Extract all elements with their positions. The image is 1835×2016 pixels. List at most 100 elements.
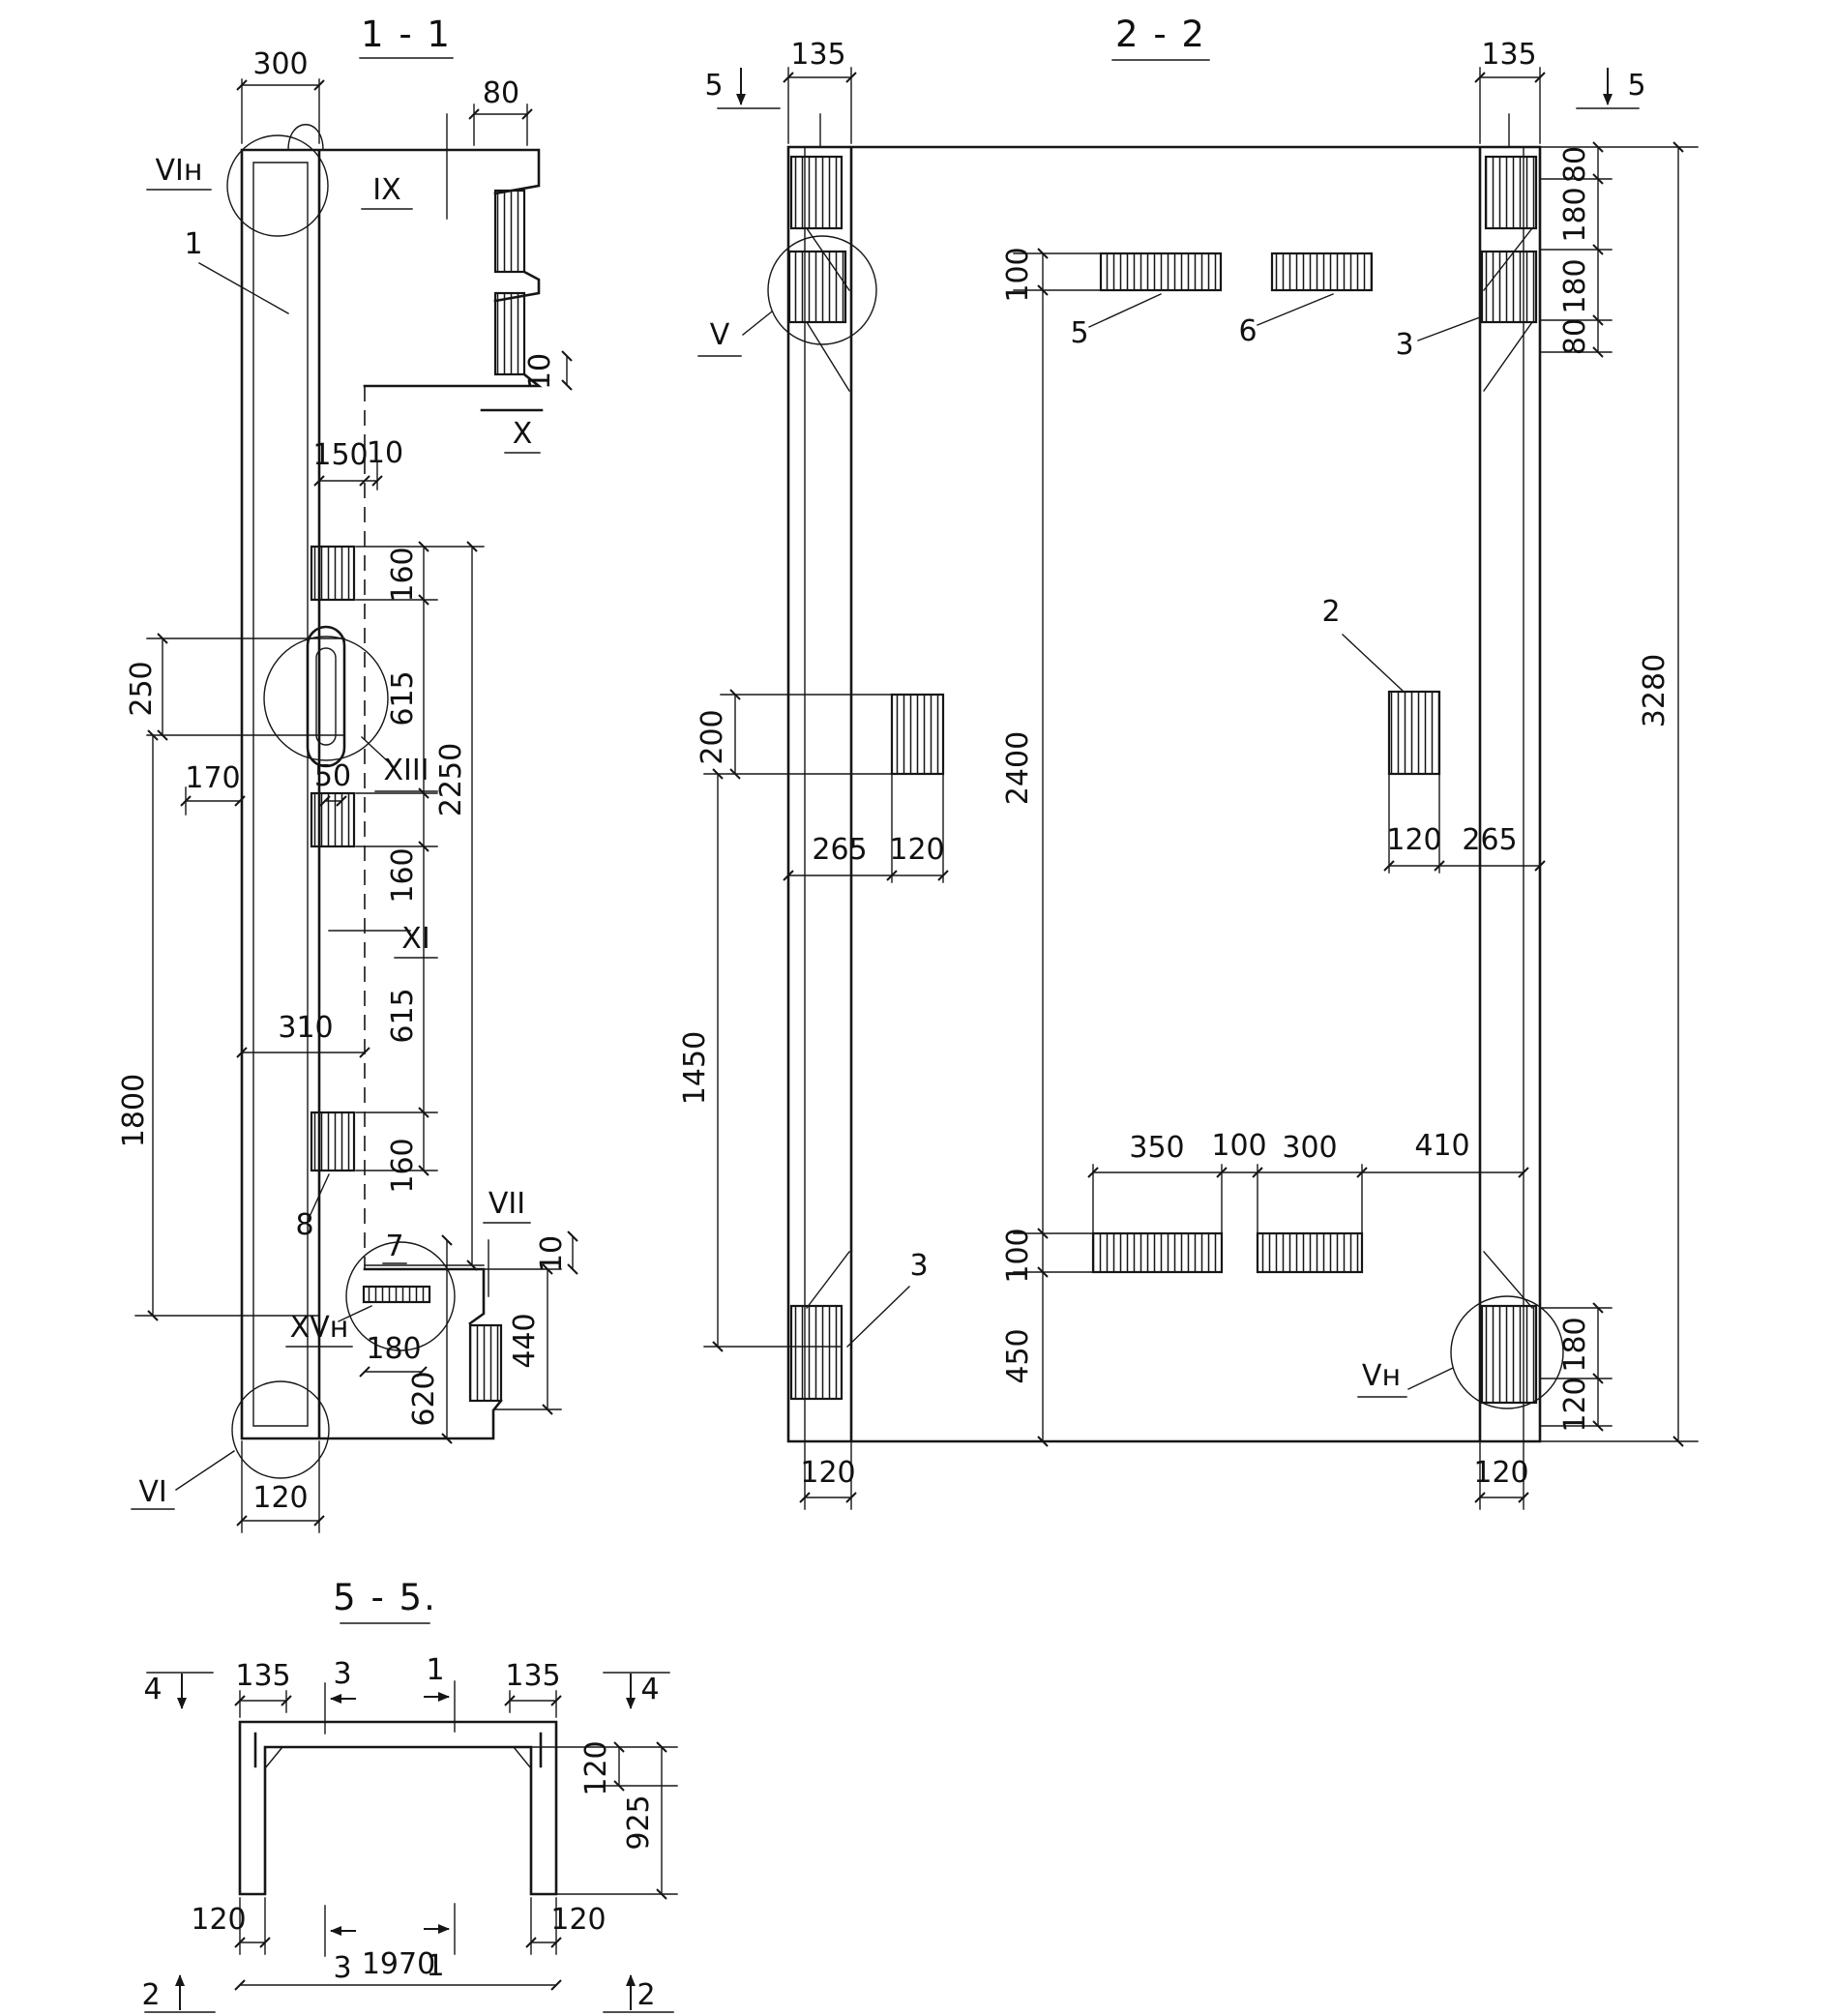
label-x: X	[513, 417, 533, 451]
section-1-1-title: 1 - 1	[361, 14, 452, 55]
dim-265: 265	[812, 833, 867, 867]
part-1: 1	[184, 227, 202, 261]
label-xiii: XIII	[383, 754, 429, 787]
dim-100: 100	[1211, 1129, 1266, 1163]
label-xv-n: XVн	[290, 1311, 349, 1345]
embedded-plate	[310, 545, 356, 602]
part-3: 3	[909, 1249, 928, 1283]
part-2: 2	[1321, 595, 1340, 629]
dim-80: 80	[1558, 146, 1592, 183]
dim-120: 120	[550, 1903, 606, 1937]
embedded-plate	[310, 1111, 356, 1172]
embedded-plate	[890, 693, 945, 776]
rebar-mark-3: 3	[333, 1951, 351, 1985]
dim-440: 440	[508, 1313, 542, 1368]
dim-120: 120	[579, 1740, 613, 1795]
s55-texts: 5 - 5. 4 135 3 1 135 4 120 925 120 3 1 1…	[141, 1577, 659, 2012]
label-xi: XI	[401, 922, 429, 956]
dim-1450: 1450	[678, 1031, 712, 1105]
part-8: 8	[295, 1208, 313, 1242]
label-vi: VI	[138, 1475, 166, 1509]
dim-200: 200	[696, 709, 729, 764]
dim-350: 350	[1129, 1131, 1184, 1165]
dim-160: 160	[386, 1138, 420, 1193]
embedded-plate	[1270, 252, 1374, 292]
embedded-plate	[1091, 1231, 1224, 1274]
dim-2250: 2250	[434, 743, 468, 816]
s22-texts: 2 - 2 135 135 5 5 100 5 6 3 80 180 180 8…	[678, 14, 1672, 1490]
embedded-plate	[362, 1285, 431, 1304]
s11-texts: 1 - 1 300 80 VIн IX 1 10 X 150 10 160 61…	[117, 14, 569, 1515]
dim-150: 150	[312, 438, 368, 472]
dim-615: 615	[386, 670, 420, 726]
dim-135: 135	[505, 1659, 560, 1693]
part-6: 6	[1238, 314, 1257, 348]
detail-callout-circle	[345, 1241, 456, 1351]
embedded-plate	[493, 189, 526, 274]
embedded-plate	[1387, 690, 1441, 776]
dim-925: 925	[622, 1794, 656, 1850]
corner-mark	[253, 1732, 543, 1768]
rebar-mark-1: 1	[426, 1653, 444, 1687]
embedded-plate	[468, 1323, 503, 1403]
dim-120: 120	[800, 1456, 855, 1490]
dim-120: 120	[889, 833, 944, 867]
section-mark-5: 5	[704, 69, 723, 103]
section-mark-4: 4	[143, 1673, 162, 1706]
dim-310: 310	[278, 1011, 333, 1045]
part-5: 5	[1070, 316, 1088, 350]
dim-100: 100	[1001, 1228, 1035, 1283]
rebar-mark-3: 3	[333, 1657, 351, 1691]
dim-135: 135	[235, 1659, 290, 1693]
dim-160: 160	[386, 847, 420, 903]
s11-underlines	[131, 57, 541, 1510]
dim-80: 80	[1558, 318, 1592, 355]
label-v-n: Vн	[1362, 1359, 1401, 1393]
dim-2400: 2400	[1001, 731, 1035, 805]
detail-callout-circle	[231, 1380, 330, 1479]
s55-outline-path	[238, 1720, 558, 1896]
dim-10: 10	[535, 1235, 569, 1272]
part-7: 7	[385, 1230, 403, 1263]
rib-anchor-plate	[1480, 250, 1538, 324]
section-5-5: 5 - 5. 4 135 3 1 135 4 120 925 120 3 1 1…	[141, 1577, 678, 2013]
dim-250: 250	[125, 661, 159, 716]
rib-anchor-plate	[1480, 1304, 1538, 1405]
dim-135: 135	[790, 38, 845, 72]
dim-120: 120	[191, 1903, 246, 1937]
dim-120: 120	[1558, 1377, 1592, 1432]
dim-120: 120	[1386, 823, 1441, 857]
dim-620: 620	[407, 1371, 441, 1426]
embedded-plate	[310, 791, 356, 848]
dim-265: 265	[1462, 823, 1517, 857]
section-mark-4: 4	[640, 1673, 659, 1706]
dim-410: 410	[1414, 1129, 1469, 1163]
embedded-plate	[493, 291, 526, 376]
label-vii: VII	[488, 1187, 525, 1221]
dim-50: 50	[314, 759, 351, 793]
rib-anchor-plate	[1484, 155, 1538, 230]
dim-120: 120	[1473, 1456, 1528, 1490]
rib-anchor-plate	[789, 1304, 844, 1401]
s22-underlines	[697, 59, 1407, 1398]
detail-callout-circle	[767, 235, 877, 345]
embedded-plate	[1099, 252, 1223, 292]
s11-lifting-loop	[287, 124, 324, 151]
section-5-5-title: 5 - 5.	[333, 1577, 437, 1618]
section-2-2-title: 2 - 2	[1115, 14, 1206, 55]
part-3: 3	[1395, 328, 1413, 362]
label-vi-n: VIн	[156, 154, 203, 188]
rib-anchor-plate	[789, 155, 844, 230]
dim-615: 615	[386, 988, 420, 1043]
dim-80: 80	[483, 76, 519, 110]
dim-160: 160	[386, 547, 420, 602]
section-mark-2: 2	[141, 1978, 160, 2012]
dim-10: 10	[367, 436, 403, 470]
dim-180: 180	[1558, 187, 1592, 242]
slot-opening-outer	[306, 625, 346, 768]
section-1-1: 1 - 1 300 80 VIн IX 1 10 X 150 10 160 61…	[117, 14, 573, 1533]
dim-170: 170	[185, 761, 240, 795]
dim-450: 450	[1001, 1328, 1035, 1383]
dim-120: 120	[252, 1481, 308, 1515]
